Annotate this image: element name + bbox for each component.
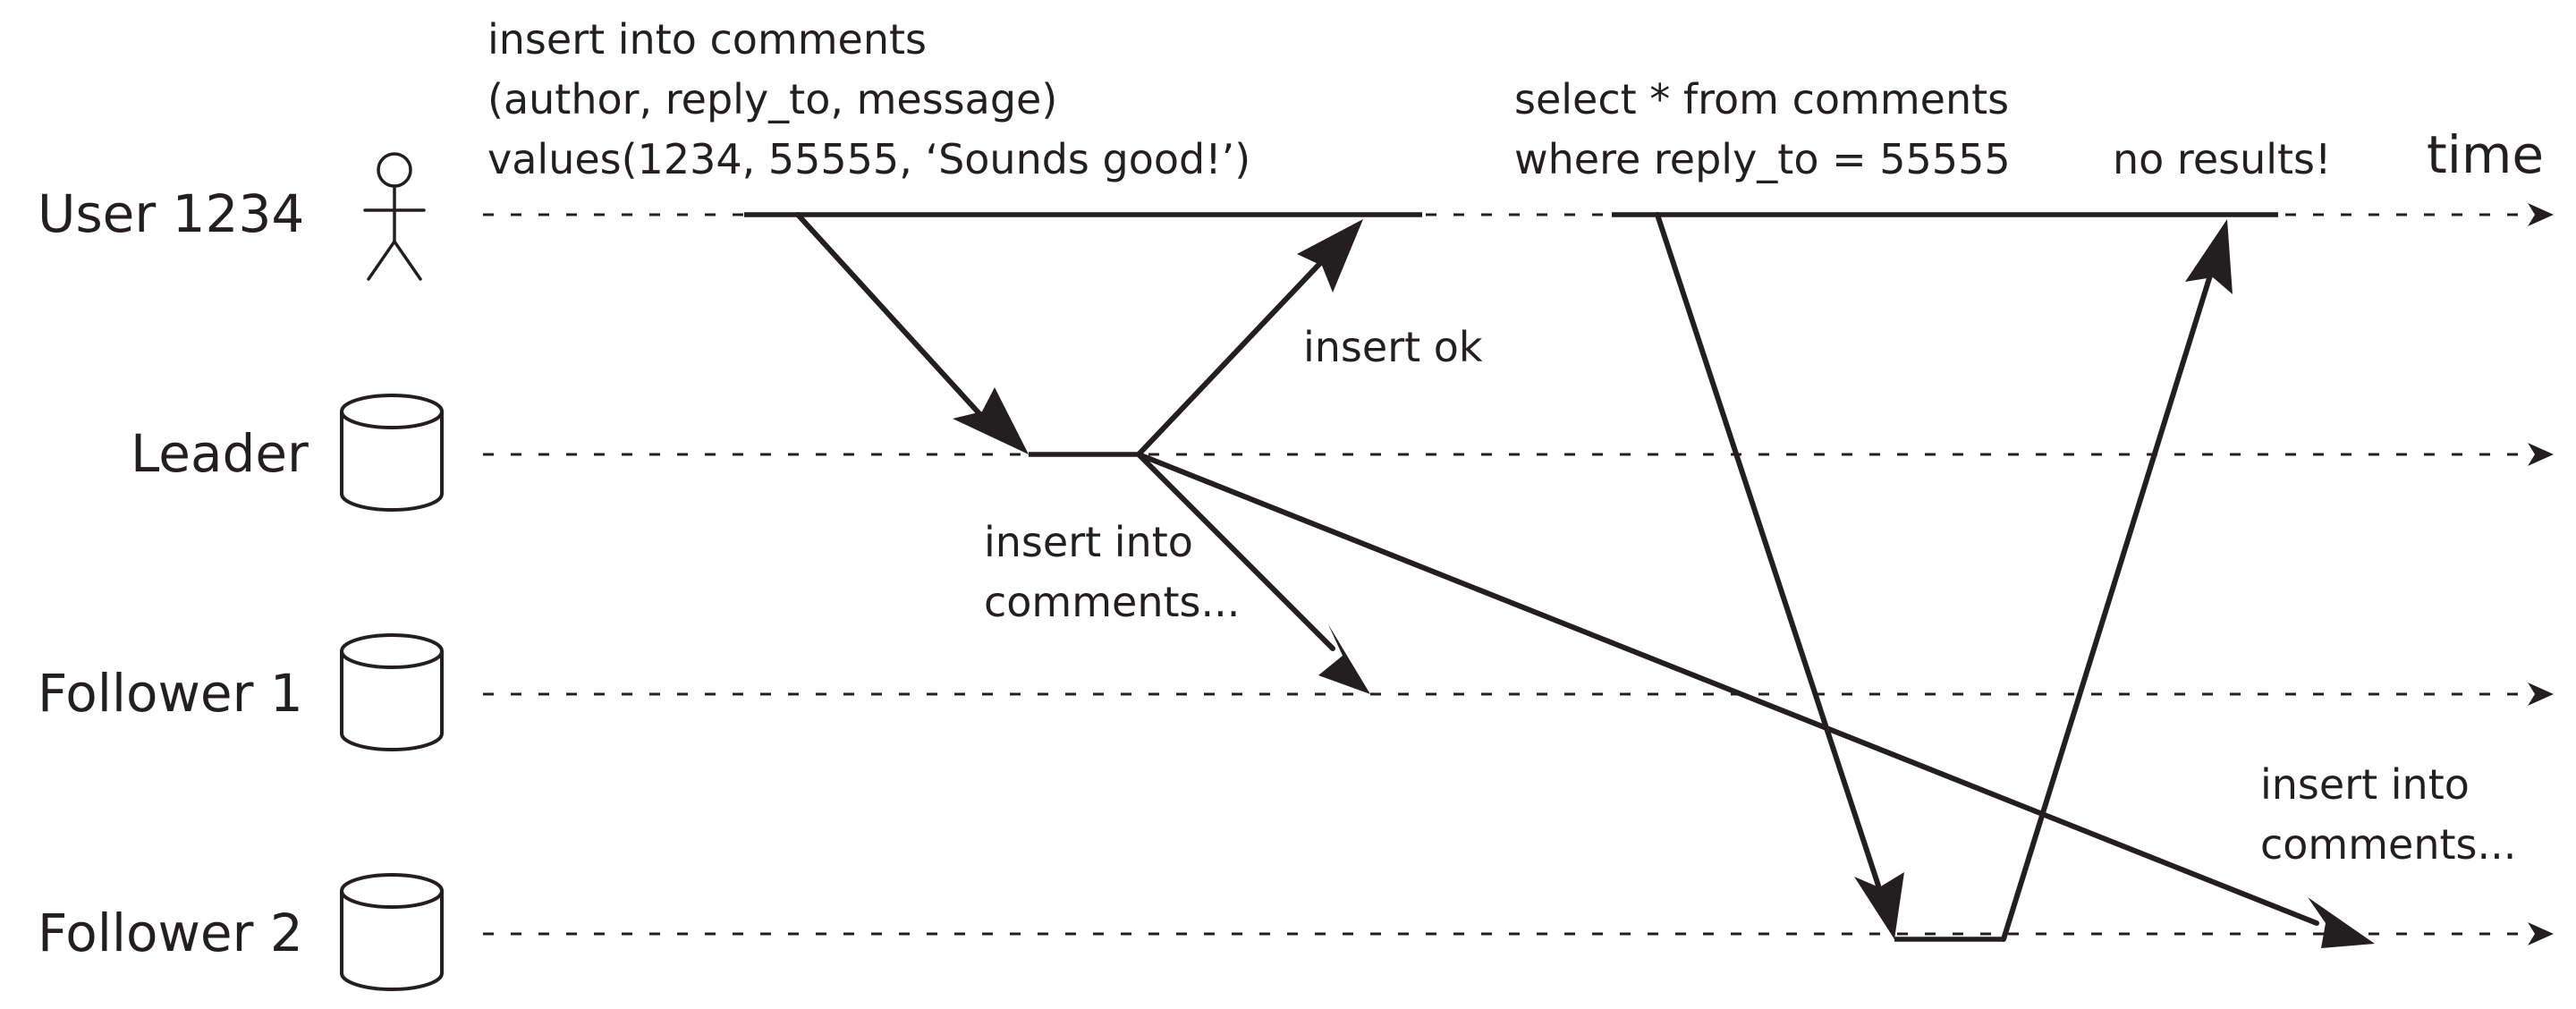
select-query-line: where reply_to = 55555 [1514, 135, 2011, 183]
actor-label-user: User 1234 [38, 183, 304, 244]
replicate-follower-2-note: insert into comments... [2260, 760, 2516, 869]
insert-query-line: values(1234, 55555, ‘Sounds good!’) [487, 135, 1250, 183]
stick-figure-icon [363, 152, 426, 281]
actor-label-follower-1: Follower 1 [38, 663, 303, 724]
insert-query-note: insert into comments (author, reply_to, … [487, 15, 1250, 183]
read-request-arrow [1655, 212, 1904, 939]
timeline-arrowhead [2528, 203, 2554, 226]
replicate-note-line: insert into [984, 518, 1193, 566]
select-query-line: select * from comments [1514, 75, 2009, 123]
timeline-arrowhead [2528, 683, 2554, 706]
actor-label-leader: Leader [131, 423, 309, 484]
actor-label-follower-2: Follower 2 [38, 903, 303, 963]
time-label: time [2427, 124, 2544, 185]
replicate-note-line: comments... [984, 578, 1240, 626]
read-response-arrow [2001, 219, 2233, 942]
database-icon [340, 873, 444, 991]
database-icon [340, 394, 444, 512]
replicate-note-line: comments... [2260, 820, 2516, 869]
insert-ok-note: insert ok [1303, 323, 1483, 371]
no-results-note: no results! [2113, 135, 2331, 183]
replicate-follower-1-note: insert into comments... [984, 518, 1240, 626]
insert-query-line: insert into comments [487, 15, 927, 64]
timeline-arrowhead [2528, 443, 2554, 466]
database-icon [340, 633, 444, 751]
replicate-follower-1-arrow [1136, 452, 1370, 694]
timeline-arrowhead [2528, 922, 2554, 945]
replicate-follower-2-arrow [1136, 452, 2375, 948]
insert-ok-arrow [1136, 219, 1363, 457]
write-request-arrow [795, 212, 1029, 454]
select-query-note: select * from comments where reply_to = … [1514, 75, 2022, 183]
replicate-note-line: insert into [2260, 760, 2470, 809]
insert-query-line: (author, reply_to, message) [487, 75, 1057, 123]
